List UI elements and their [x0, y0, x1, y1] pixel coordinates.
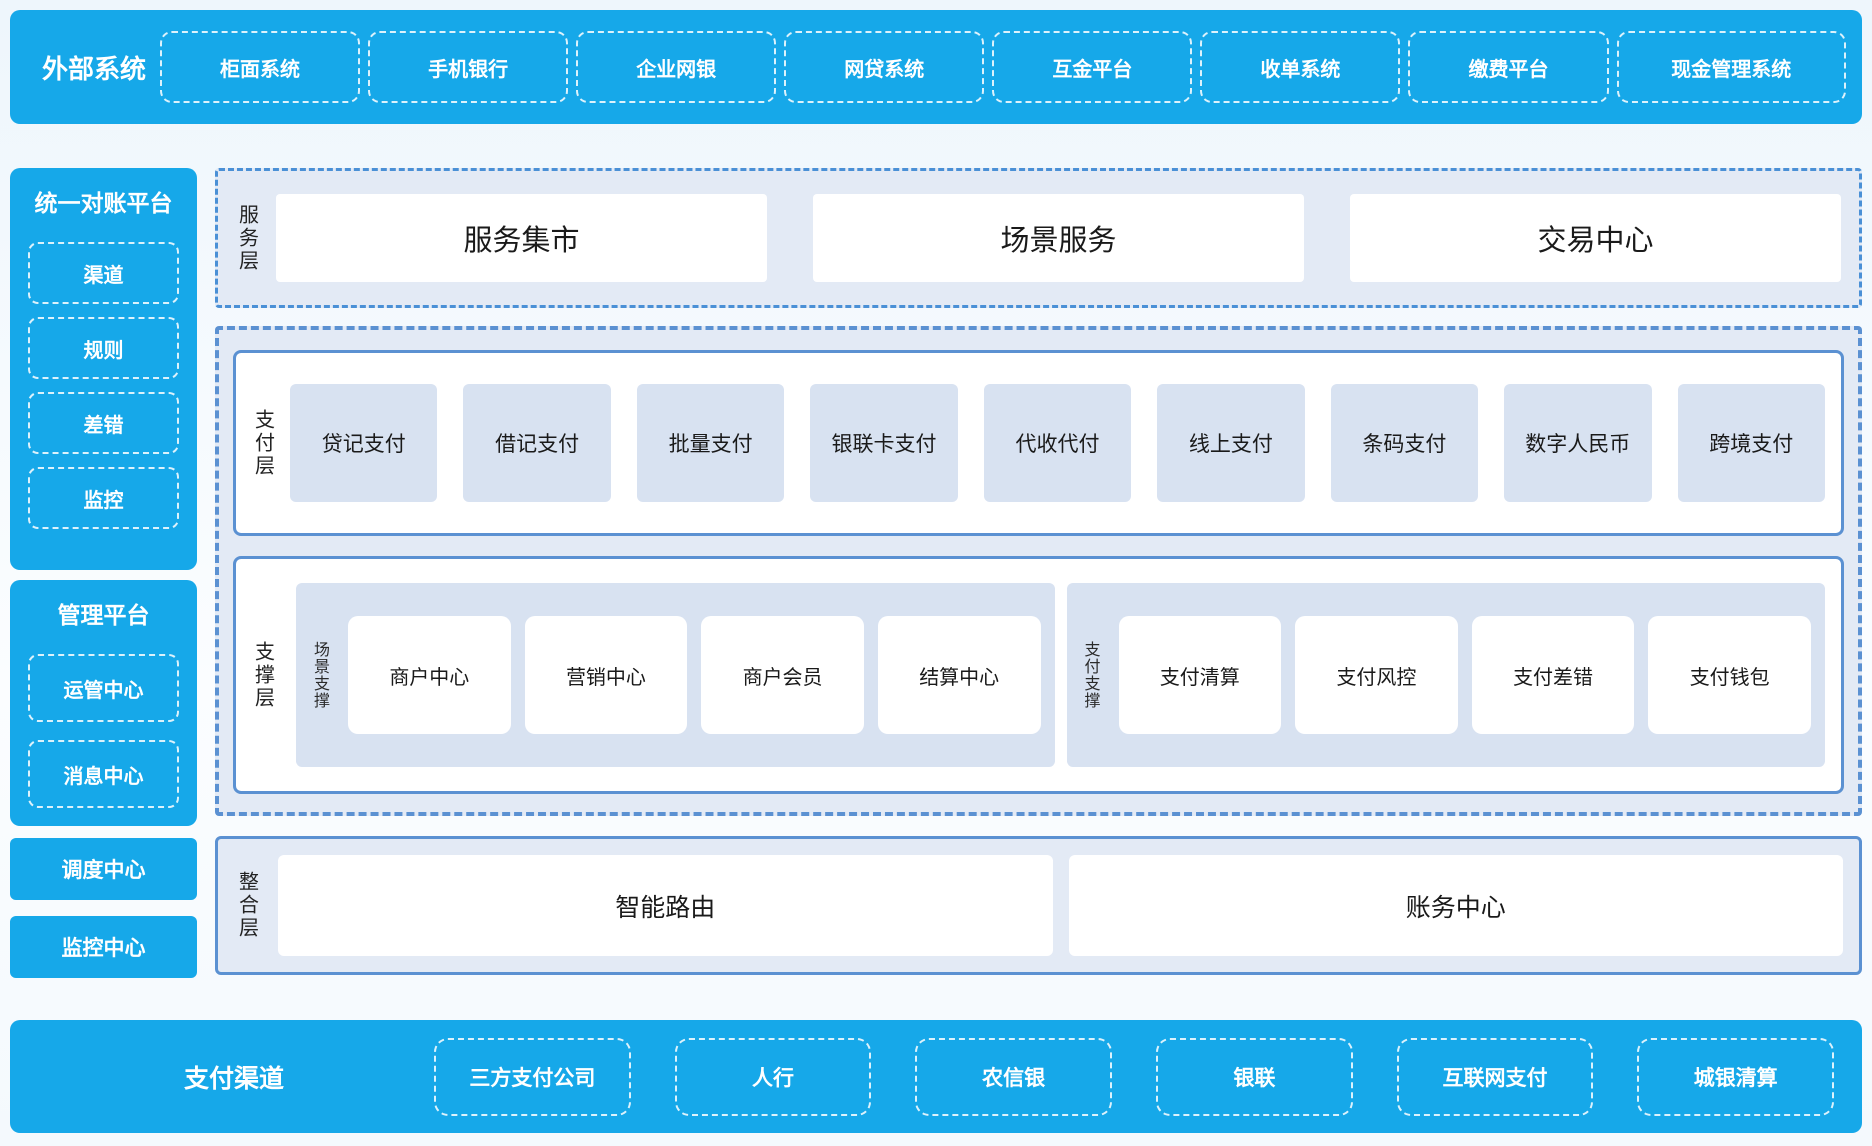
- payment-channel-item: 三方支付公司: [434, 1037, 631, 1116]
- payment-support-item: 支付钱包: [1648, 616, 1811, 735]
- left-column: 统一对账平台 渠道 规则 差错 监控 管理平台 运管中心 消息中心 调度中心 监…: [10, 168, 197, 980]
- payment-item: 代收代付: [983, 384, 1132, 503]
- payment-item: 借记支付: [463, 384, 611, 503]
- reconciliation-item: 差错: [28, 392, 179, 454]
- external-system-item: 互金平台: [992, 31, 1193, 103]
- integration-item: 账务中心: [1068, 855, 1843, 956]
- service-item: 场景服务: [813, 194, 1304, 282]
- external-system-item: 企业网银: [576, 31, 777, 103]
- reconciliation-platform-block: 统一对账平台 渠道 规则 差错 监控: [10, 168, 197, 570]
- payment-support-item: 支付清算: [1118, 616, 1282, 735]
- payment-item: 贷记支付: [290, 384, 438, 503]
- scene-support-item: 商户中心: [348, 616, 511, 735]
- payment-item: 数字人民币: [1504, 384, 1652, 503]
- payment-support-item: 支付差错: [1471, 616, 1635, 735]
- scene-support-panel: 场景支撑 商户中心 营销中心 商户会员 结算中心: [296, 583, 1055, 768]
- management-item: 运管中心: [28, 654, 179, 722]
- payment-item: 条码支付: [1330, 384, 1479, 503]
- external-system-item: 柜面系统: [160, 31, 361, 103]
- payment-support-label: 支付支撑: [1081, 641, 1099, 710]
- payment-item: 线上支付: [1157, 384, 1305, 503]
- reconciliation-platform-title: 统一对账平台: [34, 190, 173, 216]
- scene-support-label: 场景支撑: [311, 641, 328, 710]
- external-systems-items: 柜面系统 手机银行 企业网银 网贷系统 互金平台 收单系统 缴费平台 现金管理系…: [160, 31, 1847, 103]
- integration-layer-label: 整合层: [235, 871, 258, 940]
- support-layer: 支撑层 场景支撑 商户中心 营销中心 商户会员 结算中心 支付支撑 支付清算: [233, 556, 1844, 794]
- scene-support-item: 营销中心: [524, 616, 688, 735]
- reconciliation-item: 渠道: [28, 242, 179, 304]
- main-column: 服务层 服务集市 场景服务 交易中心 支付层 贷记支付 借记支付 批量支付 银联…: [215, 168, 1862, 980]
- payment-item: 跨境支付: [1677, 384, 1825, 503]
- management-item: 消息中心: [28, 740, 179, 808]
- payment-channels-title: 支付渠道: [183, 1064, 284, 1093]
- external-systems-bar: 外部系统 柜面系统 手机银行 企业网银 网贷系统 互金平台 收单系统 缴费平台 …: [10, 10, 1862, 124]
- support-layer-label: 支撑层: [251, 640, 274, 710]
- integration-layer-items: 智能路由 账务中心: [278, 855, 1843, 956]
- payment-layer-label: 支付层: [251, 408, 274, 478]
- external-system-item: 缴费平台: [1408, 31, 1609, 103]
- payment-support-item: 支付风控: [1295, 616, 1458, 735]
- payment-channel-item: 银联: [1156, 1037, 1353, 1116]
- monitoring-center-block: 监控中心: [10, 916, 197, 978]
- payment-layer-items: 贷记支付 借记支付 批量支付 银联卡支付 代收代付 线上支付 条码支付 数字人民…: [290, 384, 1825, 503]
- external-system-item: 收单系统: [1200, 31, 1401, 103]
- management-platform-title: 管理平台: [57, 602, 150, 628]
- external-system-item: 现金管理系统: [1616, 31, 1847, 103]
- payment-channels-items: 三方支付公司 人行 农信银 银联 互联网支付 城银清算: [434, 1037, 1838, 1116]
- payment-support-region: 支付层 贷记支付 借记支付 批量支付 银联卡支付 代收代付 线上支付 条码支付 …: [215, 326, 1862, 816]
- external-system-item: 网贷系统: [784, 31, 985, 103]
- middle-region: 统一对账平台 渠道 规则 差错 监控 管理平台 运管中心 消息中心 调度中心 监…: [10, 168, 1862, 980]
- service-item: 交易中心: [1350, 194, 1841, 282]
- external-systems-title: 外部系统: [41, 53, 146, 84]
- payment-item: 银联卡支付: [810, 384, 958, 503]
- service-layer: 服务层 服务集市 场景服务 交易中心: [215, 168, 1862, 308]
- payment-support-panel: 支付支撑 支付清算 支付风控 支付差错 支付钱包: [1066, 583, 1825, 768]
- reconciliation-item: 规则: [28, 317, 179, 379]
- support-layer-panels: 场景支撑 商户中心 营销中心 商户会员 结算中心 支付支撑 支付清算 支付风控 …: [296, 583, 1825, 768]
- payment-channel-item: 城银清算: [1637, 1037, 1835, 1116]
- service-layer-label: 服务层: [235, 203, 258, 273]
- payment-item: 批量支付: [636, 384, 785, 503]
- payment-channels-bar: 支付渠道 三方支付公司 人行 农信银 银联 互联网支付 城银清算: [10, 1020, 1862, 1133]
- scene-support-item: 商户会员: [701, 616, 864, 735]
- payment-channel-item: 互联网支付: [1396, 1037, 1594, 1116]
- scheduling-center-block: 调度中心: [10, 838, 197, 900]
- service-layer-items: 服务集市 场景服务 交易中心: [276, 194, 1841, 282]
- external-system-item: 手机银行: [368, 31, 569, 103]
- payment-channel-item: 人行: [674, 1037, 872, 1116]
- integration-layer: 整合层 智能路由 账务中心: [215, 836, 1862, 975]
- management-platform-block: 管理平台 运管中心 消息中心: [10, 580, 197, 826]
- service-item: 服务集市: [276, 194, 767, 282]
- reconciliation-item: 监控: [28, 467, 179, 529]
- payment-channel-item: 农信银: [915, 1037, 1113, 1116]
- scene-support-item: 结算中心: [877, 616, 1041, 735]
- integration-item: 智能路由: [278, 855, 1053, 956]
- payment-layer: 支付层 贷记支付 借记支付 批量支付 银联卡支付 代收代付 线上支付 条码支付 …: [233, 350, 1844, 537]
